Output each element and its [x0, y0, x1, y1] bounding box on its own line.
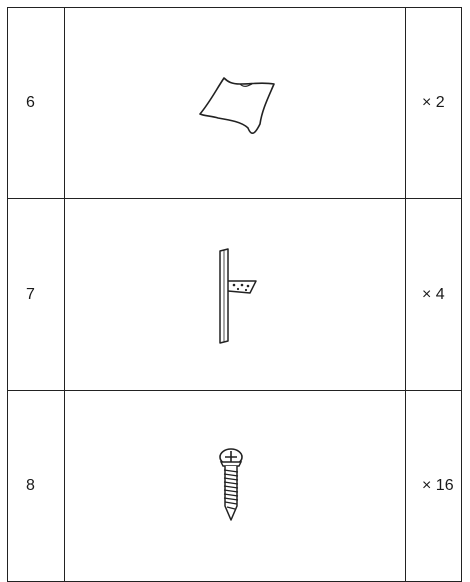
item-illustration-cell [64, 7, 406, 199]
item-illustration-cell [64, 390, 406, 582]
item-quantity: × 16 [422, 477, 454, 494]
screw-icon [219, 448, 243, 521]
table-row: 8 × 16 [7, 390, 462, 582]
item-quantity: × 4 [422, 285, 445, 303]
item-number: 8 [26, 477, 35, 494]
quantity-cell: × 4 [405, 198, 462, 391]
item-number: 7 [26, 285, 35, 303]
item-quantity: × 2 [422, 94, 445, 111]
bracket-icon [219, 247, 257, 344]
table-row: 7 × 4 [7, 198, 462, 391]
item-number-cell: 6 [7, 7, 65, 199]
quantity-cell: × 16 [405, 390, 462, 582]
table-row: 6 × 2 [7, 7, 462, 199]
item-number-cell: 7 [7, 198, 65, 391]
cloth-icon [199, 77, 275, 135]
parts-table: 6 × 2 7 [7, 7, 462, 582]
item-number: 6 [26, 94, 35, 111]
item-number-cell: 8 [7, 390, 65, 582]
quantity-cell: × 2 [405, 7, 462, 199]
item-illustration-cell [64, 198, 406, 391]
